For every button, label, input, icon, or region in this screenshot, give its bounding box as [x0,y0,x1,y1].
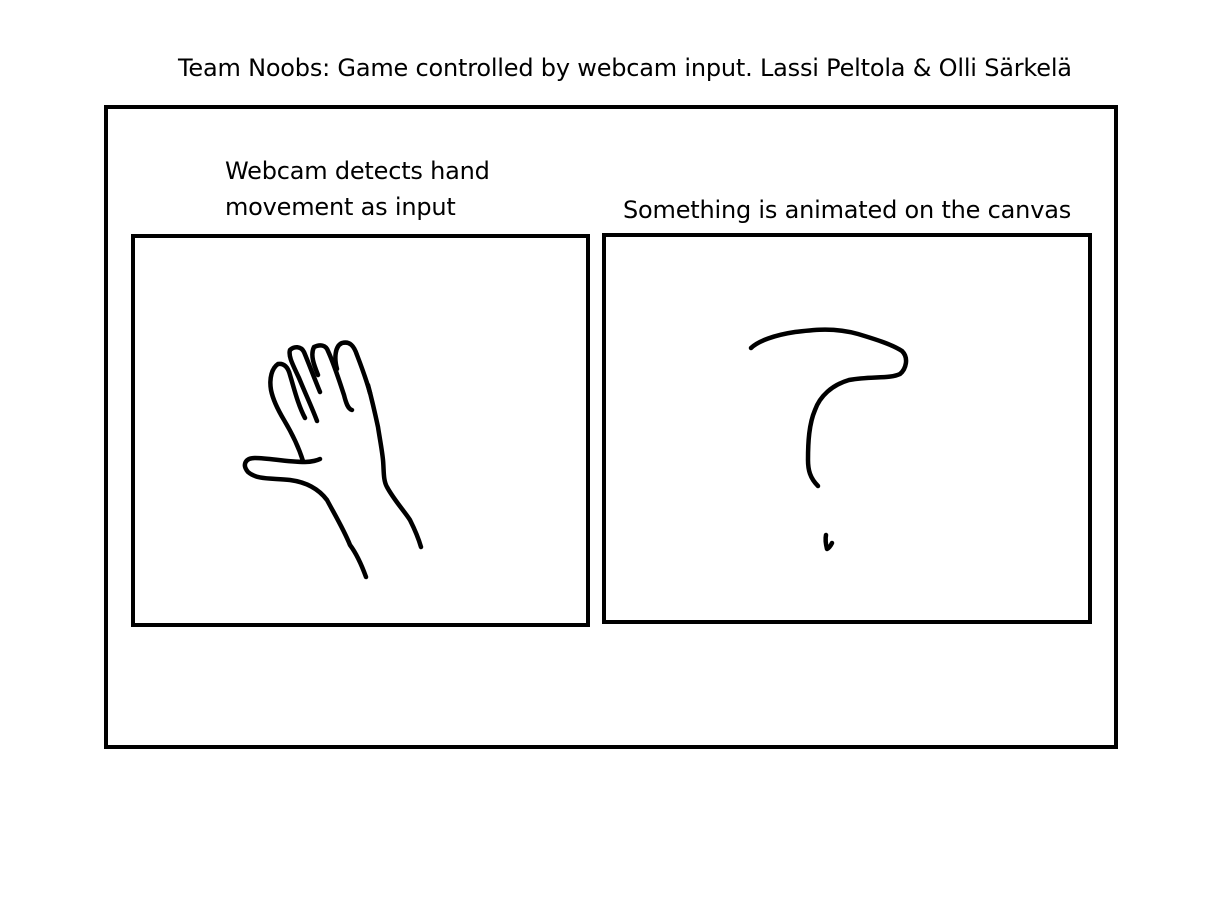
storyboard-frame [104,105,1118,749]
canvas-panel-caption: Something is animated on the canvas [623,196,1072,224]
webcam-panel-caption: Webcam detects hand movement as input [225,153,490,225]
webcam-caption-line-2: movement as input [225,193,456,221]
webcam-panel [131,234,590,627]
webcam-caption-line-1: Webcam detects hand [225,157,490,185]
page-title: Team Noobs: Game controlled by webcam in… [178,54,1072,82]
canvas-panel [602,233,1092,624]
